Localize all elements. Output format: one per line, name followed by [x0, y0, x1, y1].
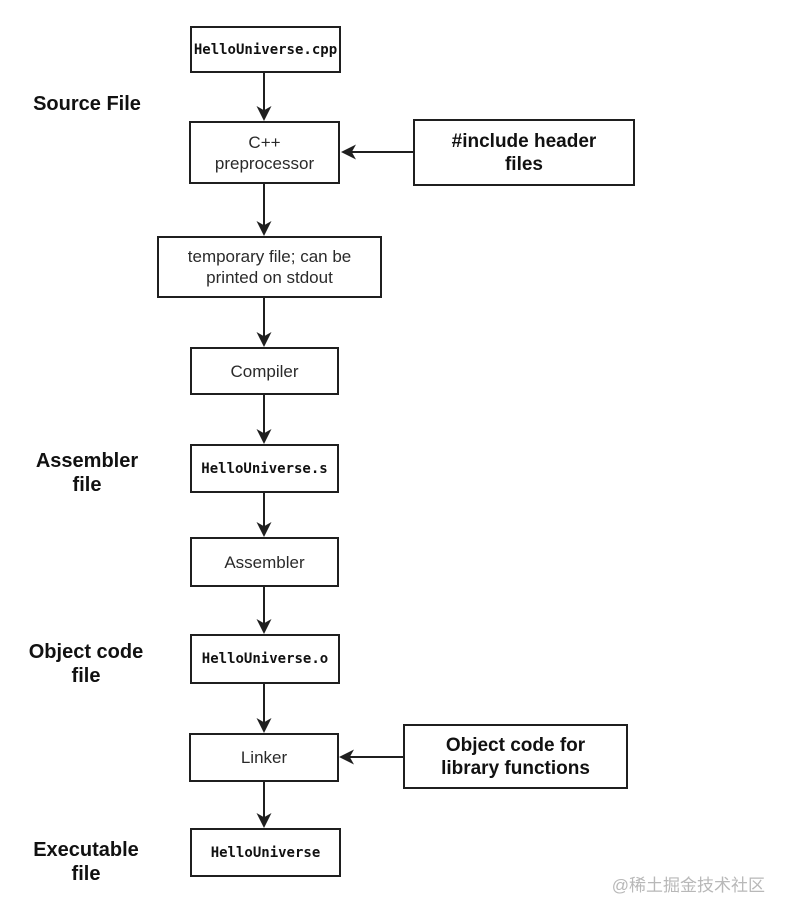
node-object-code-library-functions: Object code for library functions — [403, 724, 628, 789]
stage-label-executable-file: Executable file — [33, 839, 139, 885]
node-hellouniverse-s: HelloUniverse.s — [190, 444, 339, 493]
node-hellouniverse-cpp: HelloUniverse.cpp — [190, 26, 341, 73]
stage-label-assembler-file: Assembler file — [35, 450, 139, 496]
node-linker: Linker — [189, 733, 339, 782]
node-compiler: Compiler — [190, 347, 339, 395]
node-include-header-files: #include header files — [413, 119, 635, 186]
stage-label-object-code-file: Object code file — [28, 641, 144, 687]
node-hellouniverse-executable: HelloUniverse — [190, 828, 341, 877]
stage-label-source-file: Source File — [33, 93, 141, 115]
node-temporary-file: temporary file; can be printed on stdout — [157, 236, 382, 298]
watermark-text: @稀土掘金技术社区 — [611, 876, 765, 895]
node-assembler: Assembler — [190, 537, 339, 587]
node-cpp-preprocessor: C++ preprocessor — [189, 121, 340, 184]
node-hellouniverse-o: HelloUniverse.o — [190, 634, 340, 684]
